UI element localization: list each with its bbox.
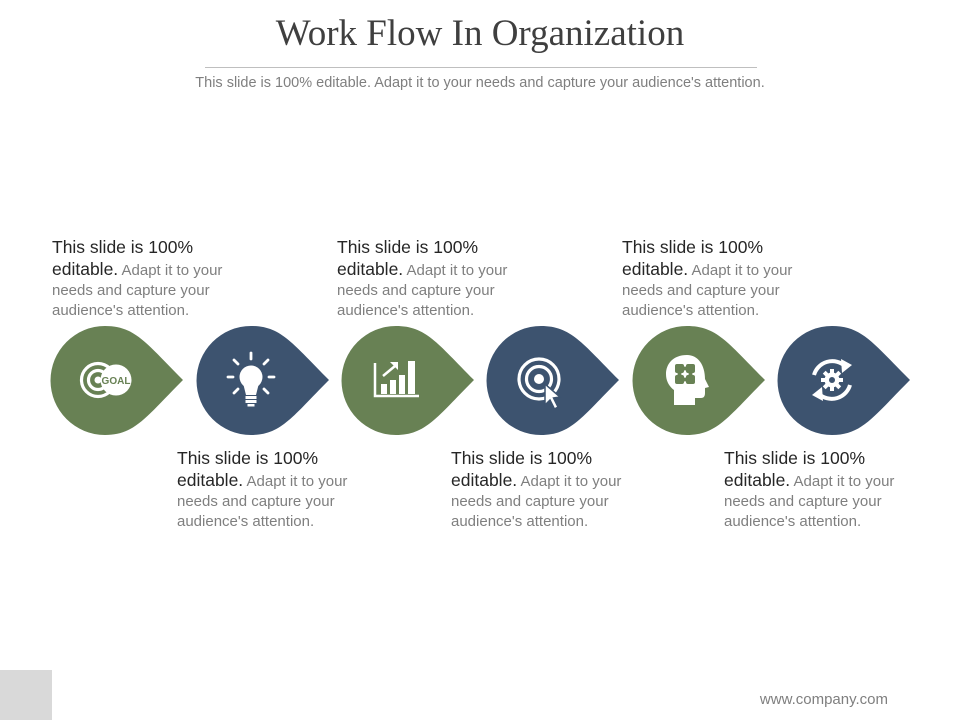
step-4-lead: editable. bbox=[451, 470, 518, 490]
step-6-mid: Adapt it to your bbox=[790, 473, 895, 490]
gear-refresh-icon bbox=[812, 359, 852, 401]
bar-chart-growth-icon bbox=[373, 361, 419, 398]
step-2-line3: needs and capture your bbox=[177, 493, 335, 510]
step-4-line4: audience's attention. bbox=[451, 513, 589, 530]
step-2-heading: This slide is 100% bbox=[177, 448, 319, 468]
step-3-text: This slide is 100% editable. Adapt it to… bbox=[337, 236, 542, 321]
step-2-mid: Adapt it to your bbox=[243, 473, 348, 490]
step-4-line3: needs and capture your bbox=[451, 493, 609, 510]
step-4-mid: Adapt it to your bbox=[517, 473, 622, 490]
step-6-lead: editable. bbox=[724, 470, 791, 490]
goal-label: GOAL bbox=[102, 376, 131, 387]
step-1-marker[interactable]: GOAL bbox=[50, 325, 185, 437]
step-1-line3: needs and capture your bbox=[52, 282, 210, 299]
step-5-lead: editable. bbox=[622, 259, 689, 279]
head-puzzle-icon bbox=[666, 355, 709, 405]
footer-url[interactable]: www.company.com bbox=[759, 691, 888, 708]
step-6-heading: This slide is 100% bbox=[724, 448, 866, 468]
lightbulb-icon bbox=[226, 351, 276, 407]
target-cursor-icon bbox=[517, 357, 562, 411]
step-1-line4: audience's attention. bbox=[52, 302, 190, 319]
step-4-heading: This slide is 100% bbox=[451, 448, 593, 468]
step-5-marker[interactable] bbox=[632, 325, 767, 437]
step-1-lead: editable. bbox=[52, 259, 119, 279]
step-3-teardrop bbox=[341, 326, 474, 435]
step-1-heading: This slide is 100% bbox=[52, 237, 194, 257]
step-5-mid: Adapt it to your bbox=[688, 262, 793, 279]
step-5-line3: needs and capture your bbox=[622, 282, 780, 299]
step-3-line3: needs and capture your bbox=[337, 282, 495, 299]
step-3-mid: Adapt it to your bbox=[403, 262, 508, 279]
step-3-marker[interactable] bbox=[341, 325, 476, 437]
footer-corner-box bbox=[0, 670, 52, 720]
step-6-marker[interactable] bbox=[777, 325, 912, 437]
step-4-text: This slide is 100% editable. Adapt it to… bbox=[451, 447, 656, 532]
slide-title: Work Flow In Organization bbox=[275, 13, 685, 54]
step-3-line4: audience's attention. bbox=[337, 302, 475, 319]
step-6-line4: audience's attention. bbox=[724, 513, 862, 530]
step-1-mid: Adapt it to your bbox=[118, 262, 223, 279]
slide-subtitle: This slide is 100% editable. Adapt it to… bbox=[195, 75, 765, 91]
step-5-heading: This slide is 100% bbox=[622, 237, 764, 257]
step-1-text: This slide is 100% editable. Adapt it to… bbox=[52, 236, 257, 321]
step-5-line4: audience's attention. bbox=[622, 302, 760, 319]
step-2-marker[interactable] bbox=[196, 325, 331, 437]
step-2-teardrop bbox=[196, 326, 329, 435]
step-2-line4: audience's attention. bbox=[177, 513, 315, 530]
step-6-text: This slide is 100% editable. Adapt it to… bbox=[724, 447, 929, 532]
step-2-text: This slide is 100% editable. Adapt it to… bbox=[177, 447, 382, 532]
step-3-heading: This slide is 100% bbox=[337, 237, 479, 257]
step-4-marker[interactable] bbox=[486, 325, 621, 437]
step-6-teardrop bbox=[777, 326, 910, 435]
step-3-lead: editable. bbox=[337, 259, 404, 279]
step-2-lead: editable. bbox=[177, 470, 244, 490]
step-6-line3: needs and capture your bbox=[724, 493, 882, 510]
step-5-text: This slide is 100% editable. Adapt it to… bbox=[622, 236, 827, 321]
title-divider bbox=[205, 67, 757, 68]
